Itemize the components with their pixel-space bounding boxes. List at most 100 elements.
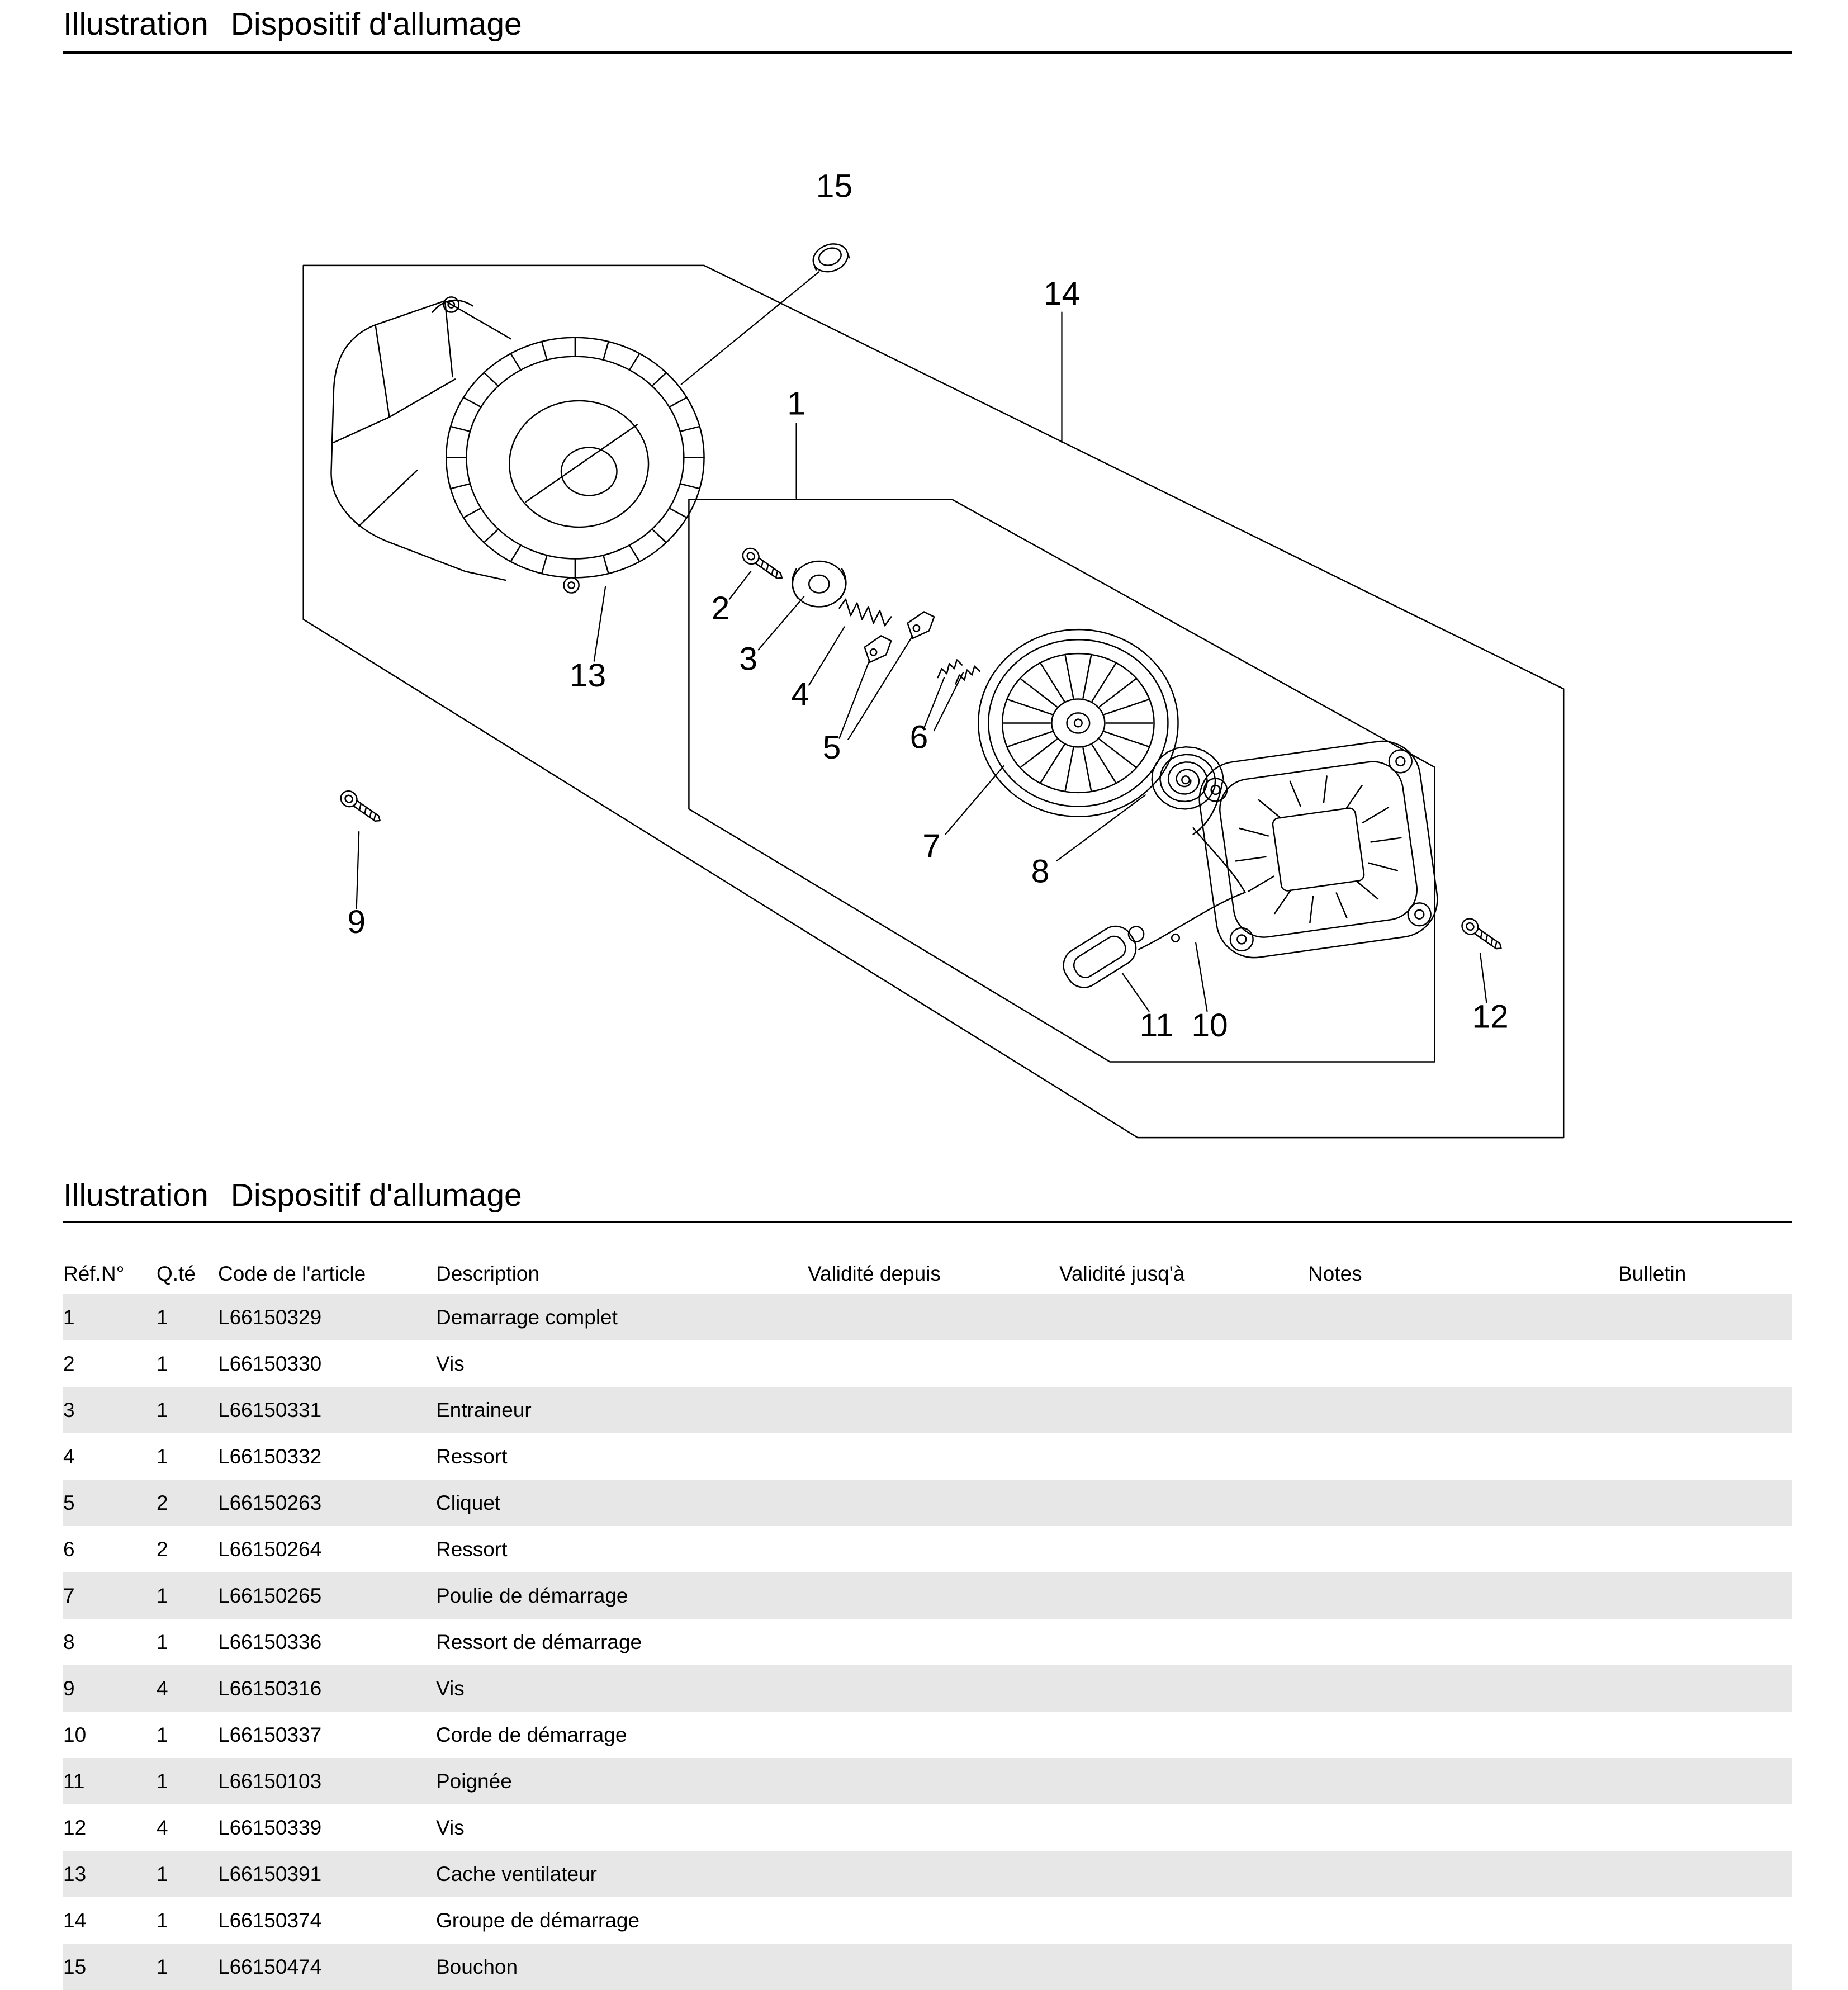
cell-valid-to: [1059, 1758, 1308, 1804]
cell-qty: 4: [157, 1816, 168, 1839]
cell-qty: 1: [157, 1305, 168, 1329]
cell-valid-to: [1059, 1619, 1308, 1665]
cell-code: L66150265: [218, 1584, 322, 1607]
cell-bulletin: [1618, 1804, 1792, 1851]
cell-notes: [1308, 1480, 1618, 1526]
cell-bulletin: [1618, 1944, 1792, 1990]
table-row: 5 2 L66150263 Cliquet: [63, 1480, 1792, 1526]
cell-desc: Vis: [436, 1676, 465, 1700]
cell-valid-from: [808, 1712, 1059, 1758]
cell-desc: Vis: [436, 1352, 465, 1375]
cell-ref: 6: [63, 1537, 75, 1561]
section-title: Illustration Dispositif d'allumage: [0, 1171, 1848, 1214]
cell-ref: 7: [63, 1584, 75, 1607]
cell-valid-from: [808, 1897, 1059, 1944]
cell-ref: 8: [63, 1630, 75, 1653]
cell-valid-to: [1059, 1804, 1308, 1851]
cell-ref: 13: [63, 1862, 87, 1885]
cell-desc: Cliquet: [436, 1491, 501, 1514]
cell-notes: [1308, 1758, 1618, 1804]
section-title-word1: Illustration: [63, 1177, 209, 1213]
parts-table-wrap: Réf.N° Q.té Code de l'article Descriptio…: [63, 1254, 1792, 1990]
section-title-word2: Dispositif d'allumage: [230, 1177, 522, 1213]
cell-desc: Ressort de démarrage: [436, 1630, 642, 1653]
cell-desc: Bouchon: [436, 1955, 518, 1978]
table-row: 14 1 L66150374 Groupe de démarrage: [63, 1897, 1792, 1944]
cell-qty: 2: [157, 1537, 168, 1561]
cell-code: L66150316: [218, 1676, 322, 1700]
header-valid-to: Validité jusq'à: [1059, 1262, 1185, 1285]
cell-notes: [1308, 1851, 1618, 1897]
cell-valid-from: [808, 1804, 1059, 1851]
cell-code: L66150474: [218, 1955, 322, 1978]
page-title-word1: Illustration: [63, 6, 209, 42]
cell-bulletin: [1618, 1712, 1792, 1758]
cell-ref: 11: [63, 1769, 85, 1793]
cell-ref: 15: [63, 1955, 87, 1978]
cell-valid-from: [808, 1851, 1059, 1897]
header-code: Code de l'article: [218, 1262, 366, 1285]
cell-notes: [1308, 1572, 1618, 1619]
cell-code: L66150264: [218, 1537, 322, 1561]
cell-valid-to: [1059, 1665, 1308, 1712]
cell-valid-from: [808, 1340, 1059, 1387]
cell-valid-from: [808, 1433, 1059, 1480]
cell-desc: Entraineur: [436, 1398, 532, 1422]
cell-bulletin: [1618, 1851, 1792, 1897]
header-valid-from: Validité depuis: [808, 1262, 941, 1285]
table-row: 15 1 L66150474 Bouchon: [63, 1944, 1792, 1990]
cell-code: L66150103: [218, 1769, 322, 1793]
cell-desc: Groupe de démarrage: [436, 1908, 640, 1932]
table-row: 2 1 L66150330 Vis: [63, 1340, 1792, 1387]
table-row: 8 1 L66150336 Ressort de démarrage: [63, 1619, 1792, 1665]
cell-bulletin: [1618, 1480, 1792, 1526]
table-row: 6 2 L66150264 Ressort: [63, 1526, 1792, 1572]
cell-valid-to: [1059, 1433, 1308, 1480]
cell-ref: 9: [63, 1676, 75, 1700]
cell-notes: [1308, 1804, 1618, 1851]
cell-notes: [1308, 1712, 1618, 1758]
cell-qty: 1: [157, 1723, 168, 1746]
cell-qty: 1: [157, 1352, 168, 1375]
table-row: 9 4 L66150316 Vis: [63, 1665, 1792, 1712]
parts-table: Réf.N° Q.té Code de l'article Descriptio…: [63, 1254, 1792, 1990]
header-notes: Notes: [1308, 1262, 1362, 1285]
title-divider: [63, 51, 1792, 54]
cell-ref: 3: [63, 1398, 75, 1422]
cell-notes: [1308, 1619, 1618, 1665]
cell-ref: 14: [63, 1908, 87, 1932]
page-title-word2: Dispositif d'allumage: [230, 6, 522, 42]
cell-qty: 1: [157, 1955, 168, 1978]
cell-notes: [1308, 1665, 1618, 1712]
table-row: 3 1 L66150331 Entraineur: [63, 1387, 1792, 1433]
cell-valid-to: [1059, 1387, 1308, 1433]
table-row: 13 1 L66150391 Cache ventilateur: [63, 1851, 1792, 1897]
cell-desc: Demarrage complet: [436, 1305, 618, 1329]
cell-qty: 1: [157, 1769, 168, 1793]
cell-qty: 1: [157, 1908, 168, 1932]
cell-valid-from: [808, 1944, 1059, 1990]
page-title: Illustration Dispositif d'allumage: [0, 0, 1848, 42]
header-qty: Q.té: [157, 1262, 196, 1285]
cell-code: L66150332: [218, 1444, 322, 1468]
table-row: 7 1 L66150265 Poulie de démarrage: [63, 1572, 1792, 1619]
cell-valid-to: [1059, 1897, 1308, 1944]
cell-bulletin: [1618, 1572, 1792, 1619]
cell-qty: 1: [157, 1584, 168, 1607]
cell-desc: Poulie de démarrage: [436, 1584, 628, 1607]
header-bulletin: Bulletin: [1618, 1262, 1686, 1285]
cell-desc: Ressort: [436, 1537, 508, 1561]
cell-desc: Corde de démarrage: [436, 1723, 627, 1746]
cell-bulletin: [1618, 1758, 1792, 1804]
cell-valid-from: [808, 1294, 1059, 1340]
section-divider: [63, 1221, 1792, 1223]
cell-valid-to: [1059, 1851, 1308, 1897]
table-row: 10 1 L66150337 Corde de démarrage: [63, 1712, 1792, 1758]
cell-qty: 1: [157, 1862, 168, 1885]
table-row: 11 1 L66150103 Poignée: [63, 1758, 1792, 1804]
cell-notes: [1308, 1433, 1618, 1480]
cell-notes: [1308, 1944, 1618, 1990]
table-row: 12 4 L66150339 Vis: [63, 1804, 1792, 1851]
cell-code: L66150374: [218, 1908, 322, 1932]
